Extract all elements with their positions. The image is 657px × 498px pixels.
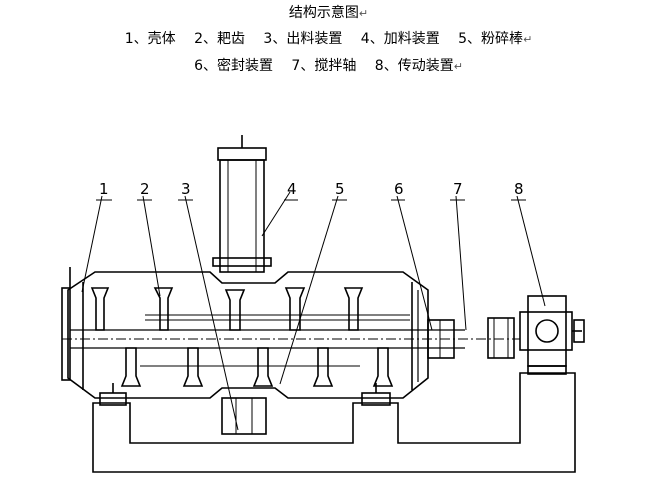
part-label-8: 8 xyxy=(514,180,524,198)
part-label-5: 5 xyxy=(335,180,345,198)
rake-tooth xyxy=(153,287,174,331)
seal-device xyxy=(427,319,455,359)
rake-tooth xyxy=(120,347,142,387)
feed-pipe xyxy=(219,159,265,273)
parts-legend-line-2: 6、密封装置 7、搅拌轴 8、传动装置↵ xyxy=(0,57,657,76)
rake-tooth xyxy=(252,347,274,387)
rake-tooth xyxy=(182,347,204,387)
rake-tooth xyxy=(312,347,334,387)
coupling xyxy=(487,317,515,359)
part-label-1: 1 xyxy=(99,180,109,198)
part-label-3: 3 xyxy=(181,180,191,198)
title-text: 结构示意图 xyxy=(288,5,359,21)
legend-line-1-text: 1、壳体 2、耙齿 3、出料装置 4、加料装置 5、粉碎棒 xyxy=(124,31,524,47)
diagram-title: 结构示意图↵ xyxy=(0,4,657,23)
base-frame xyxy=(92,372,576,473)
drive-reducer xyxy=(527,295,567,367)
paragraph-mark: ↵ xyxy=(358,7,369,20)
rake-tooth xyxy=(343,287,364,331)
rake-tooth xyxy=(90,287,110,331)
discharge-outlet xyxy=(221,397,267,435)
left-end-flange xyxy=(61,287,71,381)
part-label-6: 6 xyxy=(394,180,404,198)
part-label-2: 2 xyxy=(140,180,150,198)
parts-legend-line-1: 1、壳体 2、耙齿 3、出料装置 4、加料装置 5、粉碎棒↵ xyxy=(0,30,657,49)
paragraph-mark: ↵ xyxy=(523,33,533,46)
rake-tooth xyxy=(224,289,246,331)
legend-line-2-text: 6、密封装置 7、搅拌轴 8、传动装置 xyxy=(194,58,454,74)
part-label-7: 7 xyxy=(453,180,463,198)
part-label-4: 4 xyxy=(287,180,297,198)
shell-body xyxy=(67,271,429,399)
rake-tooth xyxy=(372,347,394,387)
paragraph-mark: ↵ xyxy=(453,60,463,73)
rake-tooth xyxy=(284,287,306,331)
